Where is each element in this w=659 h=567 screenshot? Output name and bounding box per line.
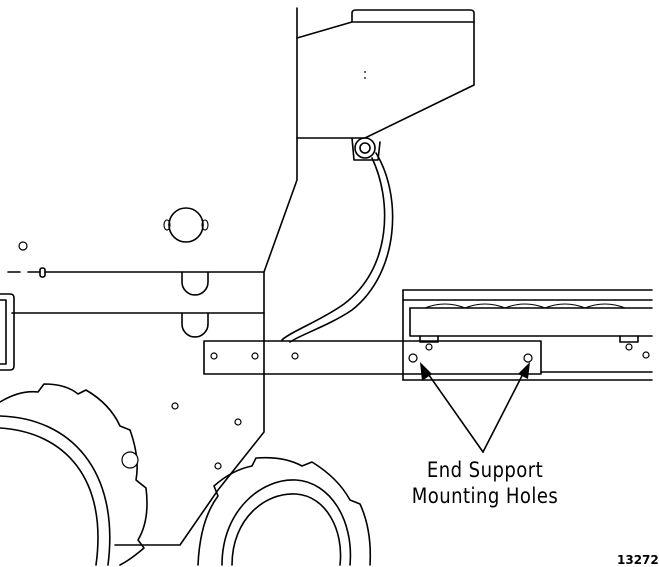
seed-hopper [296,9,475,139]
mounting-hole-left [408,353,418,363]
callout-leaders [420,362,530,453]
figure-number: 13272 [617,553,659,567]
callout-line-2: Mounting Holes [411,484,559,508]
frame-hole [171,402,179,410]
hopper-support [402,289,653,381]
gear-wheel-left [0,383,148,566]
seed-tube [281,137,394,343]
small-hole [18,241,28,251]
gauge-fitting [163,207,209,243]
row-unit-frame [114,7,298,546]
left-bracket [0,293,15,371]
frame-hole-large [121,451,139,469]
end-support-bar [203,340,542,375]
mounting-hole-right [523,353,533,363]
frame-hole [234,418,242,426]
callout-line-1: End Support [426,458,544,482]
callout-label: End Support Mounting Holes [395,457,576,509]
drawbar [7,267,265,338]
gear-wheel-right [197,456,372,566]
frame-hole [214,462,222,470]
